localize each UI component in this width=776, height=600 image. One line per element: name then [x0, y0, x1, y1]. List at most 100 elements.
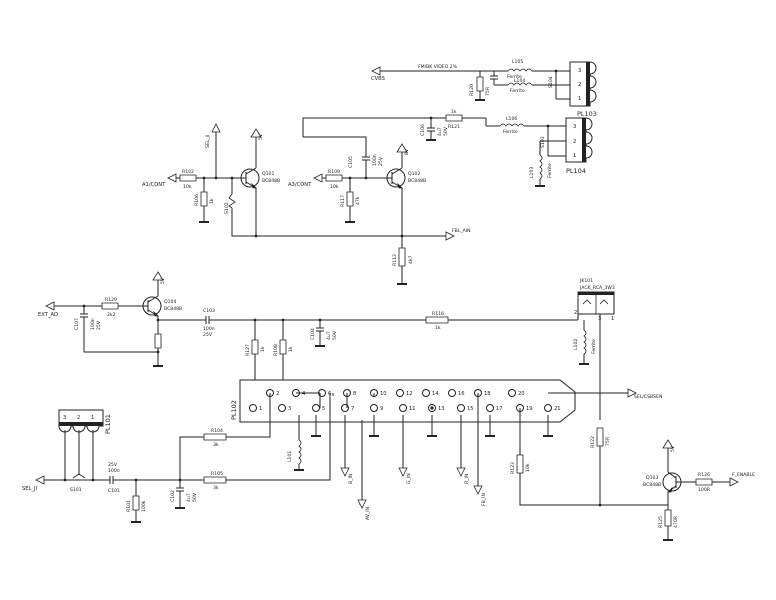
- pl102-pin-label-19: 19: [526, 406, 533, 412]
- pl102-pin-label-11: 11: [409, 406, 416, 412]
- sel-ji-label: SEL_JI: [22, 486, 38, 492]
- q104-section: EXT_AD R129 2k2 C107 100n 25V Q104 BC848…: [38, 272, 578, 390]
- q102-ref: Q102: [408, 171, 420, 177]
- r102: [180, 175, 196, 181]
- q101-transistor: [236, 168, 259, 188]
- pl101-ref: PL101: [104, 414, 112, 434]
- r108-ref: R108: [273, 344, 279, 356]
- r104: [204, 434, 226, 440]
- c104-v: 50V: [332, 330, 338, 340]
- pl102-pin-label-21: 21: [554, 406, 561, 412]
- r129-ref: R129: [105, 297, 117, 303]
- pl102-pin-5: [313, 405, 320, 412]
- pl102-pin-label-12: 12: [406, 391, 413, 397]
- l105-val: Ferrite: [507, 74, 522, 80]
- pl104-ref: PL104: [566, 167, 586, 175]
- pl102-pin-label-2: 2: [276, 391, 279, 397]
- jk101-pin-1: 1: [611, 316, 614, 322]
- q102-part: BC848B: [408, 178, 426, 184]
- pl102-pin-label-15: 15: [467, 406, 474, 412]
- pl104-connector: 3 2 1: [566, 118, 592, 162]
- r113-ref: R113: [392, 254, 398, 266]
- pl102-signal-drops: B_IN G_IN R_IN FB_IN: [333, 393, 487, 506]
- r101-ref: R101: [126, 500, 132, 512]
- pl101-pin-3: 3: [63, 415, 66, 421]
- q104-transistor: [140, 296, 161, 316]
- r102-ref: R102: [182, 169, 194, 175]
- pl102-pin-label-1: 1: [259, 406, 262, 412]
- pl102-pin-label-13: 13: [438, 406, 445, 412]
- pl102-pin-21: [545, 405, 552, 412]
- q102-power: 8V: [404, 148, 410, 155]
- pl104-pin-2: 2: [573, 139, 576, 145]
- av-in-path: AV_IN: [225, 393, 371, 520]
- q103-power: 5V: [670, 445, 676, 452]
- pl104-section: 1k R121 L106 Ferrite C106 4u7 50V S103 L…: [303, 109, 592, 186]
- r106-ref: R106: [194, 194, 200, 206]
- pl102-pin-16: [449, 390, 456, 397]
- r117: [347, 192, 353, 206]
- pl102-pin-label-18: 18: [484, 391, 491, 397]
- q101-power: 5V: [258, 133, 264, 140]
- l105-ref: L105: [512, 59, 523, 65]
- r130: [155, 334, 161, 348]
- pl101-connector: 3 2 1: [59, 410, 103, 432]
- r116-val: 1k: [435, 325, 441, 331]
- sel-csbsen-flag: [628, 389, 636, 397]
- pl102-pin-14: [423, 390, 430, 397]
- pl102-pin-12: [397, 390, 404, 397]
- l104-val: Ferrite: [510, 88, 525, 94]
- q103-section: R123 10k R122 75R Q103 BC848B 5V R126 10…: [510, 408, 755, 540]
- l104-ref: L104: [514, 78, 525, 84]
- f-enable-flag: [730, 478, 738, 486]
- r122-ref: R122: [590, 436, 596, 448]
- pl102-gnd-taps: [311, 415, 553, 436]
- r121-val: 1k: [451, 109, 457, 115]
- av-in-label: AV_IN: [365, 507, 371, 520]
- jk101-ref: JK101: [579, 278, 593, 284]
- r106: [201, 192, 207, 206]
- fbl-ain-flag: [446, 232, 454, 240]
- pl104-pin-1: 1: [573, 153, 576, 159]
- r123-val: 10k: [525, 463, 531, 472]
- cvbs-section: CVBS FM/BK VIDEO 2% R120 75R L105 Ferrit…: [371, 59, 597, 118]
- pl102-pin-20: [509, 390, 516, 397]
- pl103-connector: 3 2 1: [570, 62, 596, 106]
- r126: [696, 479, 712, 485]
- sel-ji-top-flag: [212, 124, 220, 132]
- c103-val: 100n: [203, 326, 215, 332]
- jk101-section: JK101 JACK_RCA_3W3 2 3 1 L102 Ferrite: [573, 278, 615, 420]
- sel-csbsen-label: SEL/CSBSEN: [634, 394, 662, 400]
- a1-cont-label: A1/CONT: [142, 182, 166, 188]
- r109-val: 10k: [330, 184, 339, 190]
- r104-val: 3k: [213, 442, 219, 448]
- cvbs-label: CVBS: [371, 76, 385, 82]
- r109: [326, 175, 342, 181]
- pl103-ref: PL103: [577, 110, 597, 118]
- l103: [540, 155, 542, 179]
- r120-ref: R120: [469, 84, 475, 96]
- r105: [204, 477, 226, 483]
- c102-v: 50V: [192, 492, 198, 502]
- pl101-pin-2: 2: [77, 415, 80, 421]
- r105-ref: R105: [211, 471, 223, 477]
- c105-val: 100n: [372, 154, 378, 166]
- l104: [508, 83, 532, 85]
- l106-ref: L106: [506, 116, 517, 122]
- c107-ref: C107: [74, 318, 80, 330]
- pl102-pin-3: [279, 405, 286, 412]
- r129: [102, 303, 118, 309]
- pl102-pin-label-16: 16: [458, 391, 465, 397]
- l102-val: Ferrite: [591, 339, 597, 354]
- r120: [477, 77, 483, 91]
- c102-ref: C102: [170, 490, 176, 502]
- pl103-pin-1: 1: [578, 96, 581, 102]
- r122: [597, 428, 603, 446]
- pl101-pin-1: 1: [91, 415, 94, 421]
- pl102-pin-label-20: 20: [518, 391, 525, 397]
- c105-ref: C105: [348, 156, 354, 168]
- c102-val: 4u7: [186, 493, 192, 502]
- c107-val: 100n: [90, 318, 96, 330]
- pl102-pin-label-5: 5: [322, 406, 325, 412]
